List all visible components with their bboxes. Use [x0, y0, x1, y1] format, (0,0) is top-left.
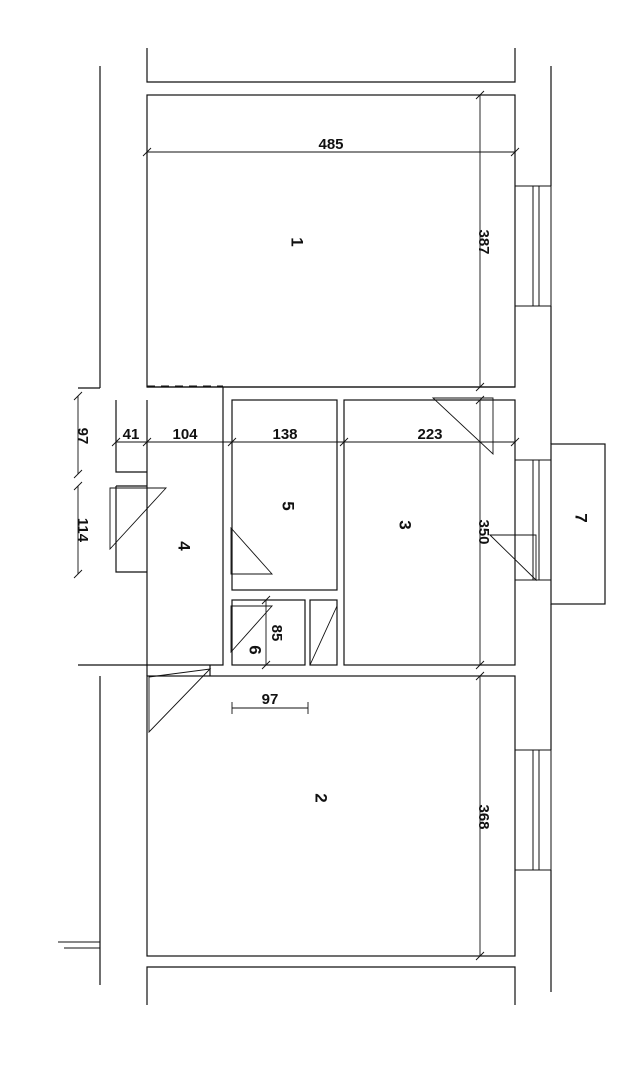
- dim-room2-depth: 368: [475, 804, 492, 829]
- room-6-label: 6: [246, 645, 265, 654]
- room-3-label: 3: [396, 520, 415, 529]
- dim-entry-a: 97: [74, 428, 91, 445]
- room-7: 7: [488, 443, 606, 605]
- dim-room3-width: 223: [417, 426, 442, 443]
- dim-room6-width: 85: [268, 625, 285, 642]
- room-7-label: 7: [572, 513, 591, 522]
- dim-room5-width: 138: [272, 426, 297, 443]
- dim-room3-depth: 350: [475, 519, 492, 544]
- dim-hall-width: 104: [172, 426, 198, 443]
- room-5-label: 5: [279, 501, 298, 510]
- dim-room2-door: 97: [262, 691, 279, 708]
- room-5: 5: [230, 399, 338, 591]
- outer-walls: [58, 48, 552, 1005]
- room-4-label: 4: [175, 541, 194, 551]
- dim-entry-b: 114: [74, 518, 91, 543]
- dimension-labels: 485 387 41 104 138 223 350 368 97 114 85…: [74, 136, 492, 830]
- dimension-lines: [73, 90, 520, 961]
- room-6: 6: [230, 599, 338, 666]
- room-2-label: 2: [312, 793, 331, 802]
- room-2: 2: [146, 665, 552, 957]
- dim-room1-depth: 387: [475, 229, 492, 254]
- room-3: 3: [343, 397, 552, 666]
- room-4: 4: [78, 385, 224, 666]
- room-1-label: 1: [288, 237, 307, 246]
- dim-hall-wall: 41: [123, 426, 140, 443]
- dim-room1-width: 485: [318, 136, 343, 153]
